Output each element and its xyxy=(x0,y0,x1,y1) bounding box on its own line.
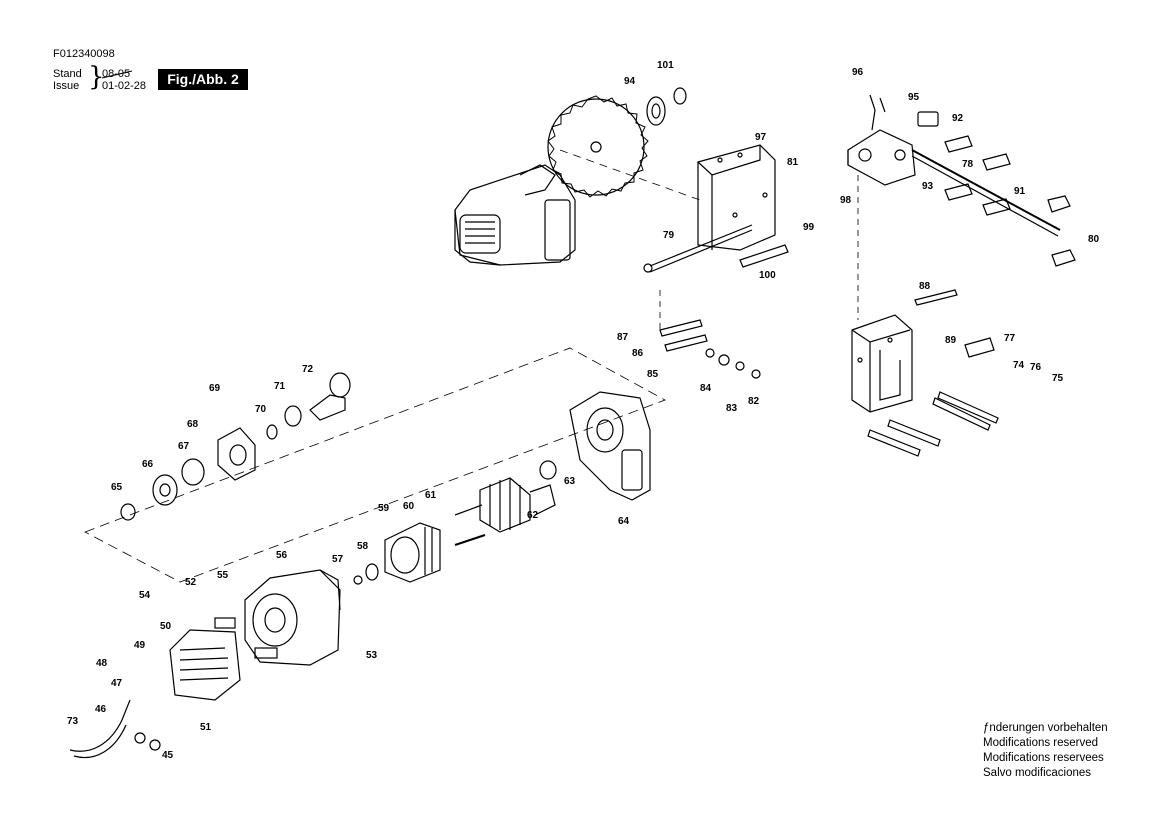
callout-label: 48 xyxy=(96,658,108,669)
callout-label: 97 xyxy=(755,132,767,143)
callout-label: 101 xyxy=(657,60,674,71)
cable-assembly xyxy=(69,699,161,758)
callout-label: 75 xyxy=(1052,373,1064,384)
figure-label: Fig./Abb. 2 xyxy=(158,69,248,90)
issue-label: Issue xyxy=(53,80,80,92)
callout-label: 46 xyxy=(95,704,107,715)
strikethrough-mark xyxy=(102,70,133,79)
motor-assembly xyxy=(454,149,701,266)
stand-label: Stand xyxy=(53,68,82,80)
callout-label: 51 xyxy=(200,722,212,733)
callout-label: 65 xyxy=(111,482,123,493)
callout-label: 47 xyxy=(111,678,123,689)
clamp-parts xyxy=(944,135,1076,267)
callout-label: 93 xyxy=(922,181,934,192)
callout-label: 82 xyxy=(748,396,760,407)
bracket-plate xyxy=(697,144,776,251)
callout-label: 88 xyxy=(919,281,931,292)
callout-label: 83 xyxy=(726,403,738,414)
callout-label: 66 xyxy=(142,459,154,470)
callout-label: 50 xyxy=(160,621,172,632)
long-bolt xyxy=(643,224,753,273)
callout-label: 86 xyxy=(632,348,644,359)
callout-label: 94 xyxy=(624,76,636,87)
callout-label: 67 xyxy=(178,441,190,452)
callout-label: 53 xyxy=(366,650,378,661)
issue-date: 01-02-28 xyxy=(102,80,147,92)
callout-label: 77 xyxy=(1004,333,1016,344)
lower-bracket xyxy=(851,175,958,413)
support-rods xyxy=(867,337,999,457)
motor-housing xyxy=(214,569,341,666)
end-cap xyxy=(169,629,241,701)
callout-label: 49 xyxy=(134,640,146,651)
callout-label: 70 xyxy=(255,404,267,415)
callout-label: 98 xyxy=(840,195,852,206)
field-coil xyxy=(384,522,441,583)
callout-label: 78 xyxy=(962,159,974,170)
bolt-set xyxy=(659,290,761,379)
callout-label: 58 xyxy=(357,541,369,552)
callout-label: 74 xyxy=(1013,360,1025,371)
callout-label: 80 xyxy=(1088,234,1100,245)
callout-label: 91 xyxy=(1014,186,1026,197)
callout-label: 54 xyxy=(139,590,151,601)
callout-label: 100 xyxy=(759,270,776,281)
note-line-en: Modifications reserved xyxy=(983,737,1099,749)
callout-label: 92 xyxy=(952,113,964,124)
mount-bracket xyxy=(847,94,1061,237)
note-line-fr: Modifications reservees xyxy=(983,752,1104,764)
blade-flange xyxy=(646,87,687,126)
callout-label: 73 xyxy=(67,716,79,727)
callout-label: 68 xyxy=(187,419,199,430)
bearings-small xyxy=(353,534,486,585)
brace-glyph: } xyxy=(88,62,105,92)
callout-label: 45 xyxy=(162,750,174,761)
superseded-date: 08-05 xyxy=(102,68,131,80)
gear-stack xyxy=(120,372,351,521)
note-line-es: Salvo modificaciones xyxy=(983,767,1092,779)
armature xyxy=(454,460,557,533)
callout-label: 87 xyxy=(617,332,629,343)
callout-label: 84 xyxy=(700,383,712,394)
callout-label: 96 xyxy=(852,67,864,78)
callout-label: 57 xyxy=(332,554,344,565)
callout-label: 71 xyxy=(274,381,286,392)
callout-label: 81 xyxy=(787,157,799,168)
gear-housing xyxy=(569,391,651,501)
callout-label: 55 xyxy=(217,570,229,581)
callout-label: 63 xyxy=(564,476,576,487)
callout-label: 76 xyxy=(1030,362,1042,373)
rod-pin xyxy=(739,244,789,268)
housing-outline xyxy=(84,347,666,583)
callout-label: 62 xyxy=(527,510,539,521)
callout-label: 52 xyxy=(185,577,197,588)
callout-label: 79 xyxy=(663,230,675,241)
revision-notes: ƒnderungen vorbehalten Modifications res… xyxy=(983,721,1108,781)
callout-label: 99 xyxy=(803,222,815,233)
callout-label: 69 xyxy=(209,383,221,394)
document-code: F012340098 xyxy=(53,48,115,60)
note-line-de: ƒnderungen vorbehalten xyxy=(983,722,1108,734)
saw-blade xyxy=(547,95,649,198)
callout-label: 72 xyxy=(302,364,314,375)
callout-label: 61 xyxy=(425,490,437,501)
callout-labels: 101 94 96 95 92 97 93 81 91 98 99 78 80 … xyxy=(67,60,1100,761)
callout-label: 64 xyxy=(618,516,630,527)
callout-label: 56 xyxy=(276,550,288,561)
callout-label: 95 xyxy=(908,92,920,103)
callout-label: 89 xyxy=(945,335,957,346)
callout-label: 60 xyxy=(403,501,415,512)
callout-label: 85 xyxy=(647,369,659,380)
callout-label: 59 xyxy=(378,503,390,514)
